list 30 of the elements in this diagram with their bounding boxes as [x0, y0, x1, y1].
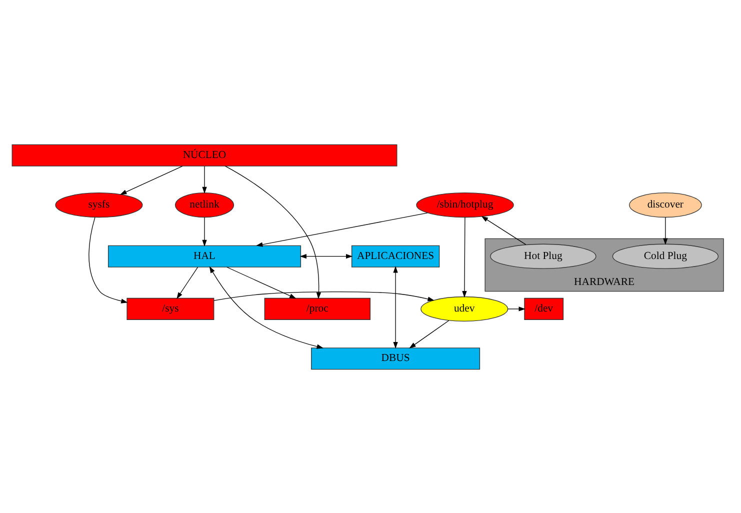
arrow: [300, 254, 353, 258]
arrow: [214, 290, 434, 301]
node-box: /proc: [264, 297, 370, 320]
arrow: [224, 165, 322, 299]
node-box: APLICACIONES: [351, 244, 440, 267]
arrow: [409, 320, 450, 348]
arrow: [226, 266, 296, 298]
node-box: /sys: [126, 297, 214, 320]
arrow: [508, 306, 526, 311]
node-box: NÚCLEO: [12, 144, 398, 166]
node-ellipse: Cold Plug: [612, 243, 719, 268]
node-ellipse: sysfs: [55, 192, 143, 218]
arrow: [202, 216, 207, 246]
node-box: /dev: [524, 297, 564, 320]
node-ellipse: netlink: [174, 192, 234, 218]
arrow: [120, 165, 183, 194]
arrow: [462, 216, 467, 298]
arrow: [663, 216, 668, 244]
arrow: [202, 165, 207, 194]
node-ellipse: Hot Plug: [490, 243, 596, 268]
node-box: HAL: [108, 244, 302, 267]
arrow: [88, 216, 128, 303]
arrow: [393, 266, 398, 348]
arrow: [176, 266, 198, 299]
node-ellipse: /sbin/hotplug: [416, 192, 514, 218]
node-ellipse: discover: [629, 192, 702, 218]
arrow: [256, 212, 428, 246]
node-box: DBUS: [311, 347, 480, 370]
arrow: [209, 266, 324, 348]
arrow: [481, 216, 526, 244]
